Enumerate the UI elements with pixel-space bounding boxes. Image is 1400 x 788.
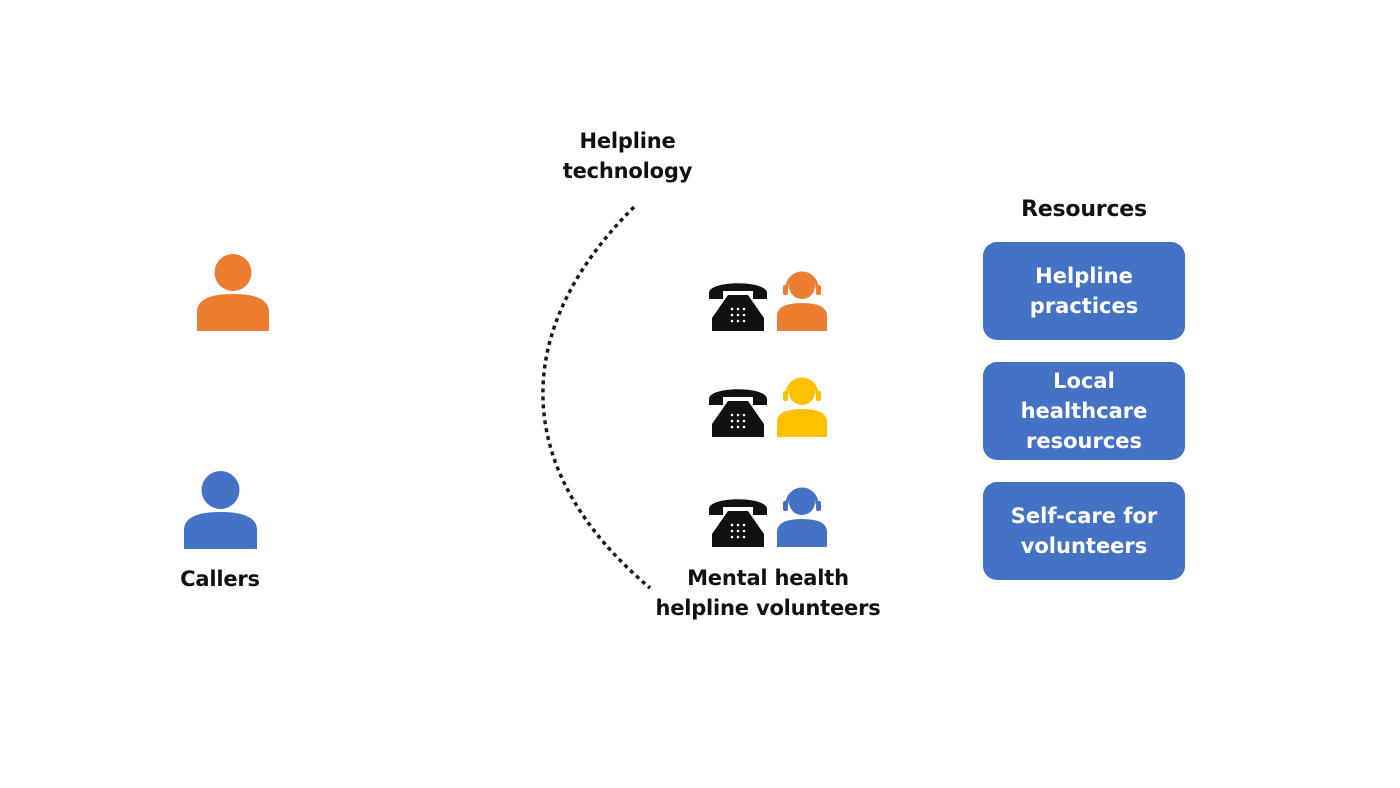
- helpline-technology-label: Helpline technology: [540, 126, 715, 186]
- callers-label: Callers: [180, 567, 260, 591]
- volunteers-label-line-2: helpline volunteers: [655, 596, 881, 620]
- resource-helpline-practices: Helpline practices: [983, 242, 1185, 340]
- resources-title: Resources: [1021, 197, 1147, 222]
- caller-blue-icon: [184, 471, 257, 549]
- telephone-icon: [709, 283, 767, 331]
- telephone-icon: [709, 499, 767, 547]
- resource-line: healthcare: [1020, 399, 1148, 423]
- resource-line: practices: [1029, 294, 1139, 318]
- helpline-technology-line-1: Helpline: [579, 129, 676, 153]
- resource-line: Helpline: [1035, 264, 1133, 288]
- resource-line: volunteers: [1020, 534, 1148, 558]
- headset-person-icon: [777, 487, 827, 547]
- resource-local-healthcare: Local healthcare resources: [983, 362, 1185, 460]
- volunteers-label-line-1: Mental health: [687, 566, 849, 590]
- headset-person-icon: [777, 271, 827, 331]
- resource-line: Self-care for: [1010, 504, 1158, 528]
- caller-orange-icon: [197, 254, 269, 331]
- volunteers-label: Mental health helpline volunteers: [648, 563, 888, 623]
- helpline-technology-line-2: technology: [562, 159, 693, 183]
- resource-self-care: Self-care for volunteers: [983, 482, 1185, 580]
- telephone-icon: [709, 389, 767, 437]
- headset-person-icon: [777, 377, 827, 437]
- resource-line: resources: [1025, 429, 1143, 453]
- resource-line: Local: [1053, 369, 1115, 393]
